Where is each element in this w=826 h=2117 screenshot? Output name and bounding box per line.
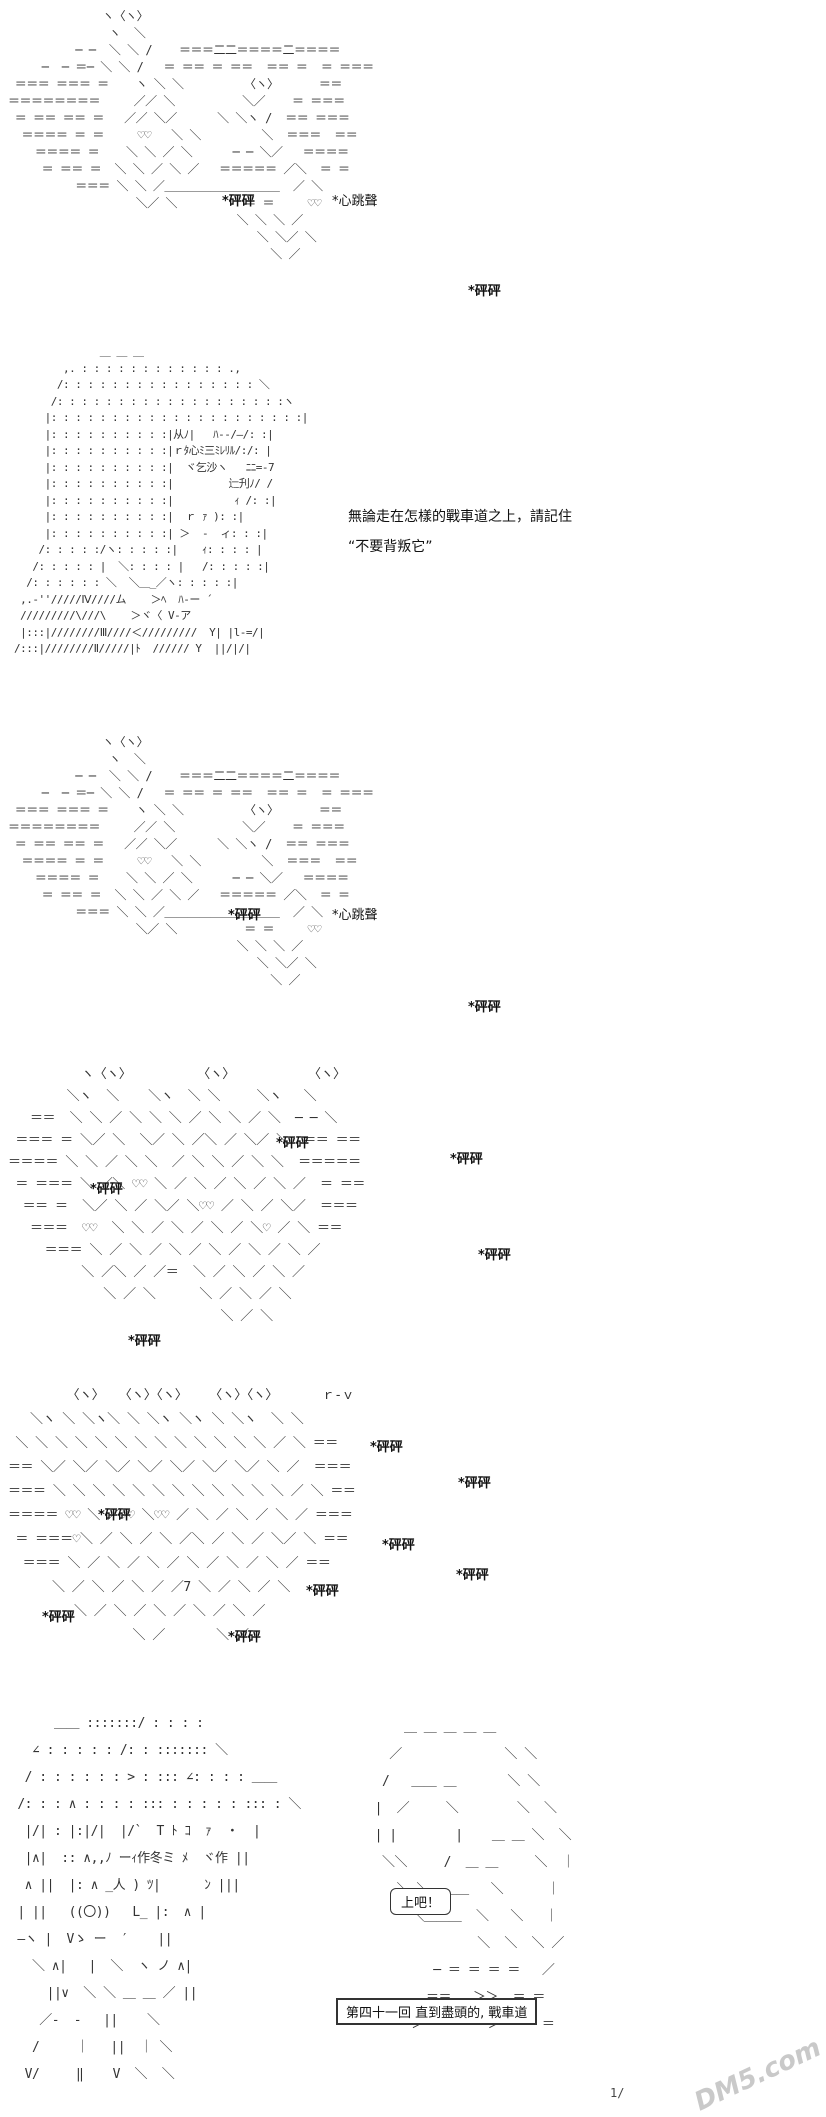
sfx-label: *砰砰 bbox=[468, 1000, 501, 1015]
sfx-label: *砰砰 bbox=[478, 1248, 511, 1263]
heartbeat-panel-4: 〈ヽ〉 〈ヽ〉〈ヽ〉 〈ヽ〉〈ヽ〉 ｒ-ｖ ＼ヽ ＼ ＼ヽ＼ ＼ ＼ヽ ＼ヽ ＼… bbox=[0, 1380, 800, 1680]
sfx-label: *砰砰 bbox=[228, 1630, 261, 1645]
heartbeat-ascii-art: ヽ〈ヽ〉 ヽ ＼ ─ ─ ＼ ＼ / ＝＝＝二二＝＝＝＝二＝＝＝＝ ─ ─ ＝─… bbox=[8, 735, 374, 987]
speech-bubble: 上吧！ bbox=[390, 1888, 452, 1915]
heartbeat-ascii-art: 〈ヽ〉 〈ヽ〉〈ヽ〉 〈ヽ〉〈ヽ〉 ｒ-ｖ ＼ヽ ＼ ＼ヽ＼ ＼ ＼ヽ ＼ヽ ＼… bbox=[8, 1388, 356, 1643]
background-ascii-art: ＿ ＿ ＿ ＿ ＿ ／ ＼ ＼ / ＿＿ ＿ ＼ ＼ | ／ ＼ ＼ ＼ | |… bbox=[374, 1720, 575, 2032]
sfx-label: *砰砰 bbox=[306, 1584, 339, 1599]
page-number: 1/ bbox=[610, 2086, 625, 2100]
sfx-label: *砰砰 bbox=[382, 1538, 415, 1553]
character-ascii-art: ＿＿ :::::::/ : : : : ∠ : : : : : /: : :::… bbox=[17, 1716, 301, 2082]
character-closeup-panel: ＿ ＿ ＿ ,. : : : : : : : : : : : : ., /: :… bbox=[0, 340, 800, 700]
narration-line-1: 無論走在怎樣的戰車道之上，請記住 bbox=[348, 509, 572, 525]
site-watermark: DM5.com bbox=[690, 2032, 826, 2117]
heartbeat-ascii-art: ヽ〈ヽ〉 ヽ ＼ ─ ─ ＼ ＼ / ＝＝＝二二＝＝＝＝二＝＝＝＝ ─ ─ ＝─… bbox=[8, 9, 374, 261]
narration-line-2: “不要背叛它” bbox=[348, 539, 433, 555]
final-panel: ＿＿ :::::::/ : : : : ∠ : : : : : /: : :::… bbox=[0, 1710, 825, 2117]
sfx-label: *砰砰 bbox=[456, 1568, 489, 1583]
character-ascii-art: ＿ ＿ ＿ ,. : : : : : : : : : : : : ., /: :… bbox=[14, 345, 308, 655]
sfx-label: *砰砰 bbox=[98, 1508, 131, 1523]
heartbeat-label: *心跳聲 bbox=[330, 190, 380, 209]
sfx-label: *砰砰 bbox=[370, 1440, 403, 1455]
sfx-label: *砰砰 bbox=[276, 1136, 309, 1151]
sfx-label: *砰砰 bbox=[222, 194, 255, 209]
sfx-label: *砰砰 bbox=[450, 1152, 483, 1167]
heartbeat-label: *心跳聲 bbox=[330, 904, 380, 923]
heartbeat-panel-1: ヽ〈ヽ〉 ヽ ＼ ─ ─ ＼ ＼ / ＝＝＝二二＝＝＝＝二＝＝＝＝ ─ ─ ＝─… bbox=[0, 0, 800, 340]
chapter-title: 第四十一回 直到盡頭的, 戰車道 bbox=[336, 1998, 538, 2025]
sfx-label: *砰砰 bbox=[458, 1476, 491, 1491]
heartbeat-panel-3: ヽ〈ヽ〉 〈ヽ〉 〈ヽ〉 ＼ヽ ＼ ＼ヽ ＼ ＼ ＼ヽ ＼ ＝＝ ＼ ＼ ／ ＼… bbox=[0, 1060, 800, 1360]
heartbeat-panel-2: ヽ〈ヽ〉 ヽ ＼ ─ ─ ＼ ＼ / ＝＝＝二二＝＝＝＝二＝＝＝＝ ─ ─ ＝─… bbox=[0, 730, 800, 1050]
sfx-label: *砰砰 bbox=[228, 908, 261, 923]
sfx-label: *砰砰 bbox=[90, 1182, 123, 1197]
sfx-label: *砰砰 bbox=[42, 1610, 75, 1625]
sfx-label: *砰砰 bbox=[128, 1334, 161, 1349]
sfx-label: *砰砰 bbox=[468, 284, 501, 299]
heartbeat-ascii-art: ヽ〈ヽ〉 〈ヽ〉 〈ヽ〉 ＼ヽ ＼ ＼ヽ ＼ ＼ ＼ヽ ＼ ＝＝ ＼ ＼ ／ ＼… bbox=[8, 1067, 365, 1324]
